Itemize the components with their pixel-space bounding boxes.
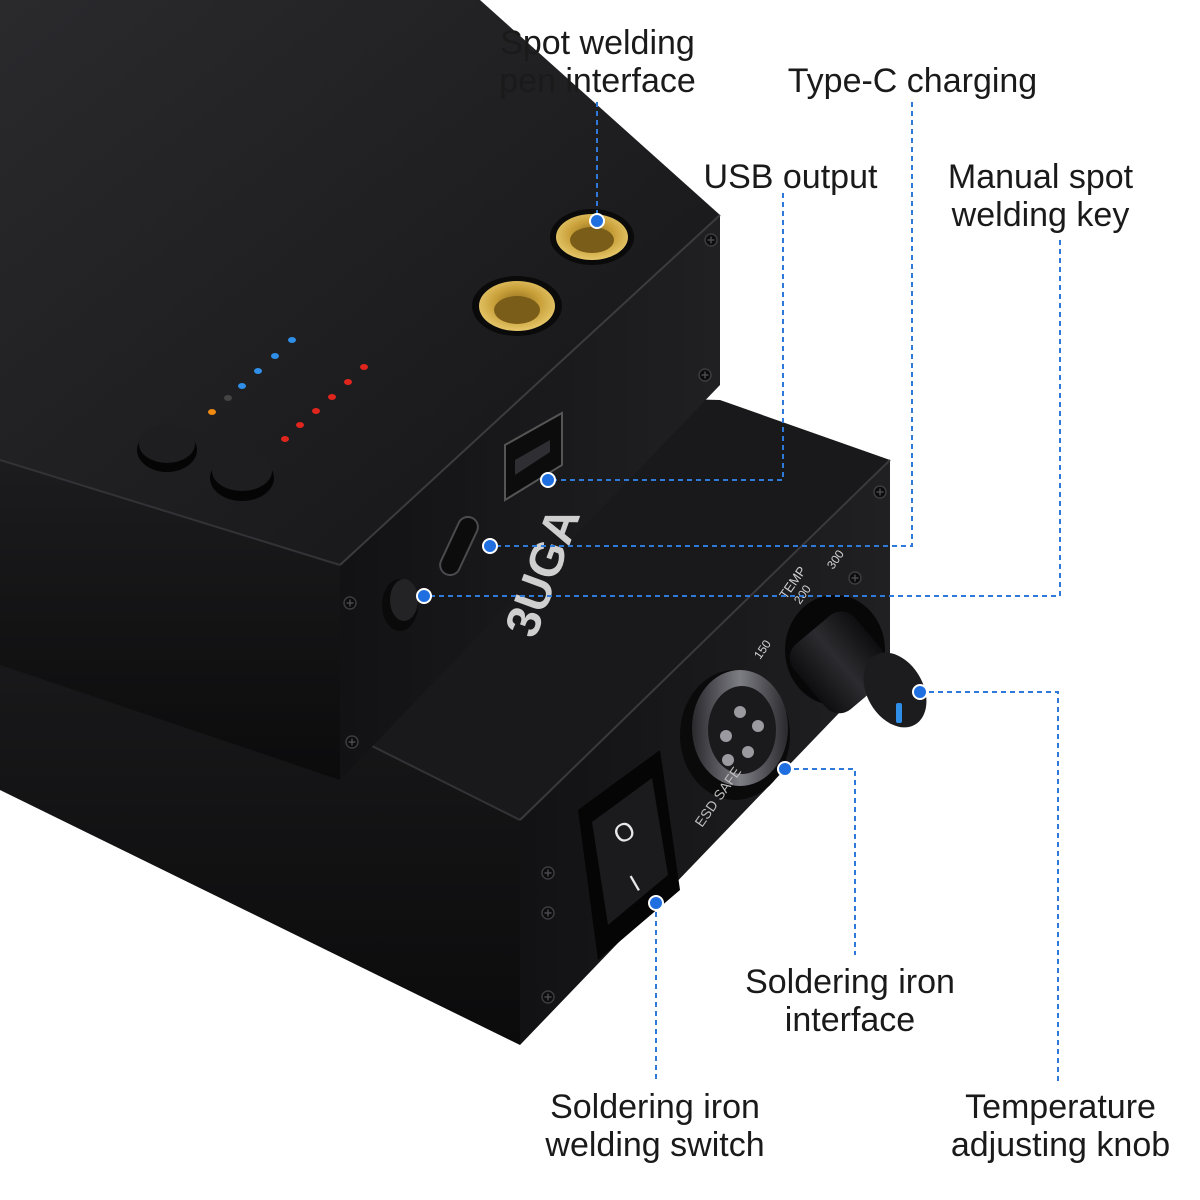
- screw-head: [698, 368, 712, 382]
- callout-iron-switch: [648, 895, 664, 1080]
- temperature-knob: [785, 595, 927, 728]
- led-dot: [312, 408, 320, 414]
- top-button-right: [210, 451, 274, 501]
- led-dot: [254, 368, 262, 374]
- spot-welder-body: [0, 0, 721, 780]
- label-usb-output: USB output: [703, 158, 878, 196]
- callout-temp-knob: [912, 684, 1059, 1085]
- led-dot: [271, 353, 279, 359]
- label-manual-spot-welding-key: Manual spot welding key: [947, 158, 1134, 234]
- led-dot: [281, 436, 289, 442]
- callout-spot-pen: [589, 102, 605, 229]
- led-dot: [288, 337, 296, 343]
- led-indicator-array: [208, 337, 368, 442]
- screw-head: [704, 233, 718, 247]
- screw-head: [541, 906, 555, 920]
- screw-head: [541, 990, 555, 1004]
- screw-head: [541, 866, 555, 880]
- spot-pen-socket-bottom: [472, 276, 562, 336]
- callout-iron-interface: [777, 761, 856, 955]
- screw-head: [345, 735, 359, 749]
- callout-manual-key: [416, 240, 1061, 604]
- led-dot: [224, 395, 232, 401]
- led-dot: [208, 409, 216, 415]
- label-soldering-iron-interface: Soldering iron interface: [745, 963, 955, 1039]
- screw-heads: [343, 233, 887, 1004]
- led-dot: [296, 422, 304, 428]
- label-soldering-iron-welding-switch: Soldering iron welding switch: [545, 1088, 765, 1164]
- label-type-c-charging: Type-C charging: [787, 62, 1038, 100]
- callout-usb: [540, 193, 784, 488]
- callout-type-c: [482, 102, 913, 554]
- screw-head: [873, 485, 887, 499]
- led-dot: [328, 394, 336, 400]
- led-dot: [238, 383, 246, 389]
- type-c-port: [439, 515, 479, 577]
- screw-head: [848, 571, 862, 585]
- label-spot-welding-pen-interface: Spot welding pen interface: [499, 24, 696, 100]
- manual-spot-key: [382, 579, 418, 631]
- led-dot: [344, 379, 352, 385]
- top-button-left: [137, 425, 197, 472]
- spot-pen-socket-top: [550, 209, 634, 265]
- led-dot: [360, 364, 368, 370]
- label-temperature-adjusting-knob: Temperature adjusting knob: [950, 1088, 1171, 1164]
- usb-port: [504, 411, 563, 502]
- soldering-iron-connector: [680, 670, 790, 800]
- screw-head: [343, 596, 357, 610]
